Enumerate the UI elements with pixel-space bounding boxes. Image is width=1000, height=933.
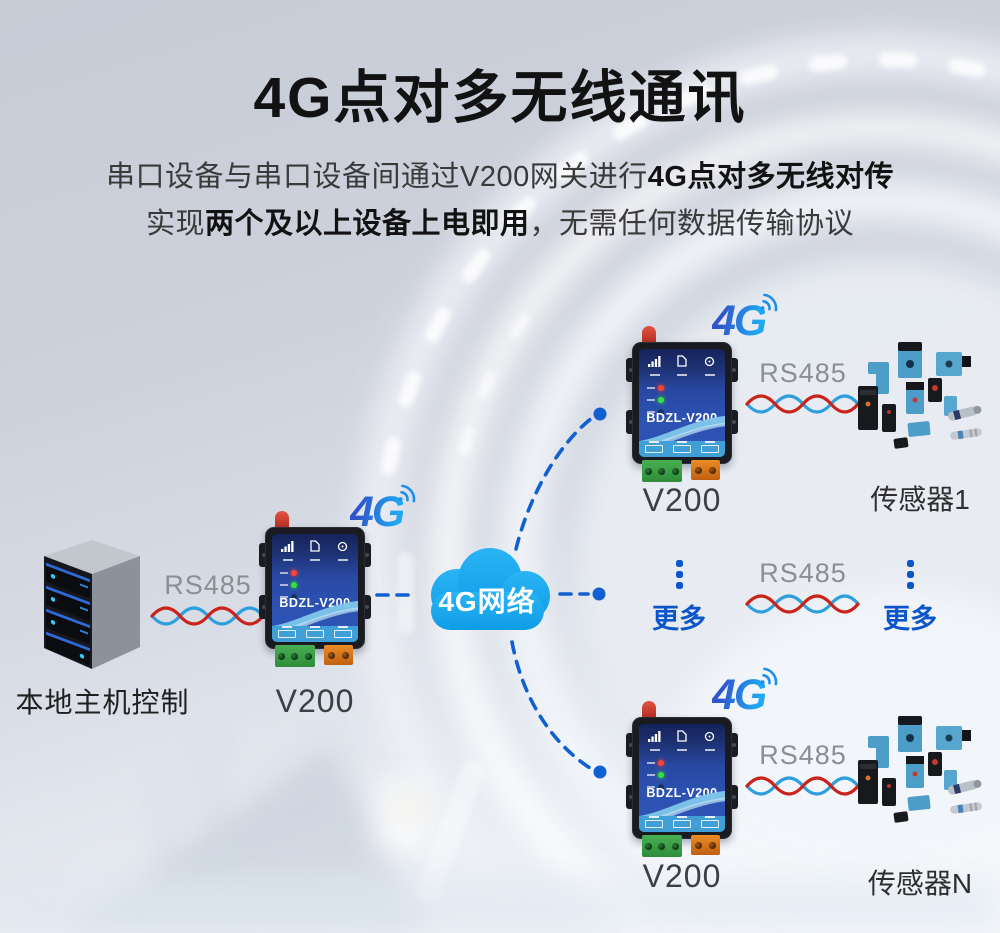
ellipsis-vertical-icon: [646, 560, 712, 589]
logo-4g-top: 4G: [712, 293, 788, 351]
sensors-bottom-label: 传感器N: [867, 868, 973, 899]
logo-4g-center: 4G: [350, 484, 426, 542]
rs485-label: RS485: [759, 740, 847, 770]
terminal-block-orange: [324, 645, 353, 665]
antenna-connector-icon: [275, 511, 289, 530]
sensors-top-label: 传感器1: [870, 484, 970, 515]
sensor-cluster-bottom: [858, 716, 982, 823]
wifi-waves-icon: [760, 293, 778, 312]
net-led: [658, 397, 664, 403]
terminal-legend: [639, 816, 725, 832]
terminal-block-orange: [691, 835, 720, 855]
panel-swoosh: [272, 600, 358, 628]
more-devices-left: 更多: [646, 556, 712, 636]
rs485-link-bottom: RS485: [745, 740, 861, 799]
sensor-cluster-top: [858, 342, 982, 449]
twisted-pair-icon: [745, 394, 860, 414]
power-led: [658, 385, 664, 391]
rs485-label: RS485: [164, 570, 252, 600]
twisted-pair-icon: [745, 594, 860, 614]
power-led: [291, 570, 297, 576]
ellipsis-vertical-icon: [877, 560, 943, 589]
reset-icon: [702, 354, 717, 376]
page-title: 4G点对多无线通讯: [253, 66, 747, 130]
device-frame: BDZL-V200: [632, 717, 732, 839]
rs485-link-middle: RS485: [745, 558, 861, 617]
signal-icon: [647, 729, 662, 751]
signal-icon: [280, 539, 295, 561]
net-led: [658, 772, 664, 778]
reset-icon: [702, 729, 717, 751]
link-cloud-to-top: [514, 416, 594, 551]
sim-card-icon: [675, 729, 690, 751]
terminal-block-green: [642, 460, 682, 482]
link-cloud-to-bottom: [510, 640, 592, 770]
terminal-block-green: [642, 835, 682, 857]
more-devices-right: 更多: [877, 556, 943, 636]
twisted-pair-icon: [150, 606, 265, 626]
device-panel: BDZL-V200: [639, 349, 725, 457]
data-led: [291, 594, 297, 600]
status-leds: [280, 570, 297, 606]
twisted-pair-icon: [745, 776, 860, 796]
more-label: 更多: [652, 604, 706, 634]
rs485-label: RS485: [759, 558, 847, 588]
power-led: [658, 760, 664, 766]
net-led: [291, 582, 297, 588]
sim-card-icon: [675, 354, 690, 376]
cloud-4g-network: 4G网络: [413, 540, 561, 634]
signal-icon: [647, 354, 662, 376]
gateway-caption-bottom: V200: [642, 858, 722, 894]
sim-card-icon: [308, 539, 323, 561]
terminal-legend: [272, 626, 358, 642]
terminal-block-green: [275, 645, 315, 667]
wifi-waves-icon: [398, 484, 416, 503]
host-server-icon: [44, 540, 140, 669]
device-panel: BDZL-V200: [639, 724, 725, 832]
mounting-ear-icon: [259, 595, 268, 619]
gateway-caption-center: V200: [275, 683, 355, 719]
rs485-label: RS485: [759, 358, 847, 388]
device-frame: BDZL-V200: [265, 527, 365, 649]
panel-swoosh: [639, 790, 725, 818]
cloud-label: 4G网络: [438, 586, 536, 617]
terminal-block-orange: [691, 460, 720, 480]
reset-icon: [335, 539, 350, 561]
device-frame: BDZL-V200: [632, 342, 732, 464]
subtitle-line1: 串口设备与串口设备间通过V200网关进行4G点对多无线对传: [106, 161, 894, 193]
mounting-ear-icon: [259, 543, 268, 567]
wifi-waves-icon: [760, 667, 778, 686]
more-label: 更多: [883, 604, 937, 634]
device-panel: BDZL-V200: [272, 534, 358, 642]
logo-4g-bottom: 4G: [712, 667, 788, 725]
panel-swoosh: [639, 415, 725, 443]
terminal-legend: [639, 441, 725, 457]
rs485-link-top: RS485: [745, 358, 861, 417]
rs485-link-host: RS485: [150, 570, 266, 629]
subtitle-line2: 实现两个及以上设备上电即用，无需任何数据传输协议: [145, 208, 855, 240]
v200-gateway-bottom: BDZL-V200: [626, 701, 738, 857]
v200-gateway-top: BDZL-V200: [626, 326, 738, 482]
v200-gateway-center: BDZL-V200: [259, 511, 371, 667]
host-label: 本地主机控制: [15, 687, 190, 718]
gateway-caption-top: V200: [642, 482, 722, 518]
